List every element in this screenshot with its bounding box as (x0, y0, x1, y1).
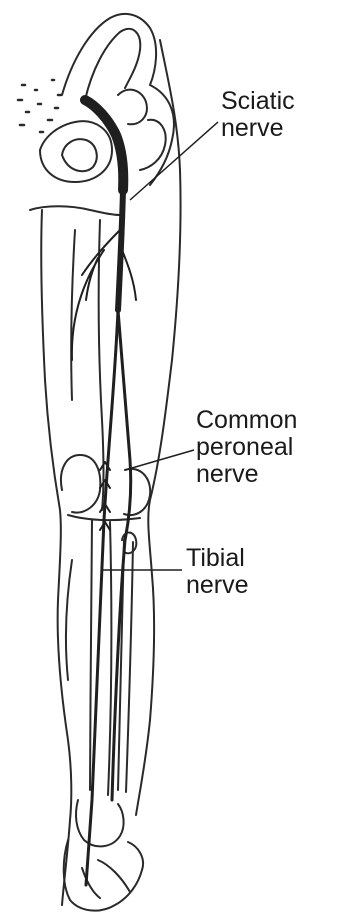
heel-outline (64, 840, 143, 911)
fibula-outline (118, 540, 133, 792)
tibial-nerve-label: Tibial nerve (186, 545, 249, 599)
pubic-outline (30, 206, 120, 215)
knee-outline (61, 455, 100, 513)
ankle-outline (76, 800, 124, 846)
common-peroneal-nerve-label: Common peroneal nerve (196, 407, 297, 488)
obturator-foramen (62, 139, 97, 171)
sacral-dots (18, 80, 61, 132)
sciatic-nerve-label: Sciatic nerve (221, 88, 295, 142)
sciatic-branch-lateral (72, 230, 120, 360)
sciatic-branch-medial (122, 250, 136, 300)
sciatic-nerve-trunk (85, 100, 123, 190)
peroneal-label-line2: peroneal (196, 434, 297, 461)
femur-head (118, 90, 147, 125)
leg-outline-medial (41, 210, 71, 905)
knee-lateral-condyle (124, 469, 150, 515)
peroneal-label-line1: Common (196, 407, 297, 434)
leg-outline-lateral (136, 40, 181, 815)
thigh-inner-line (71, 230, 75, 400)
sacrum-outline (40, 121, 112, 182)
sciatic-label-line1: Sciatic (221, 88, 295, 115)
calf-inner-line (66, 560, 72, 680)
greater-trochanter (140, 120, 166, 170)
tibial-label-line2: nerve (186, 572, 249, 599)
foot-outline (82, 860, 130, 898)
tibial-label-line1: Tibial (186, 545, 249, 572)
sciatic-label-line2: nerve (221, 115, 295, 142)
peroneal-label-line3: nerve (196, 461, 297, 488)
